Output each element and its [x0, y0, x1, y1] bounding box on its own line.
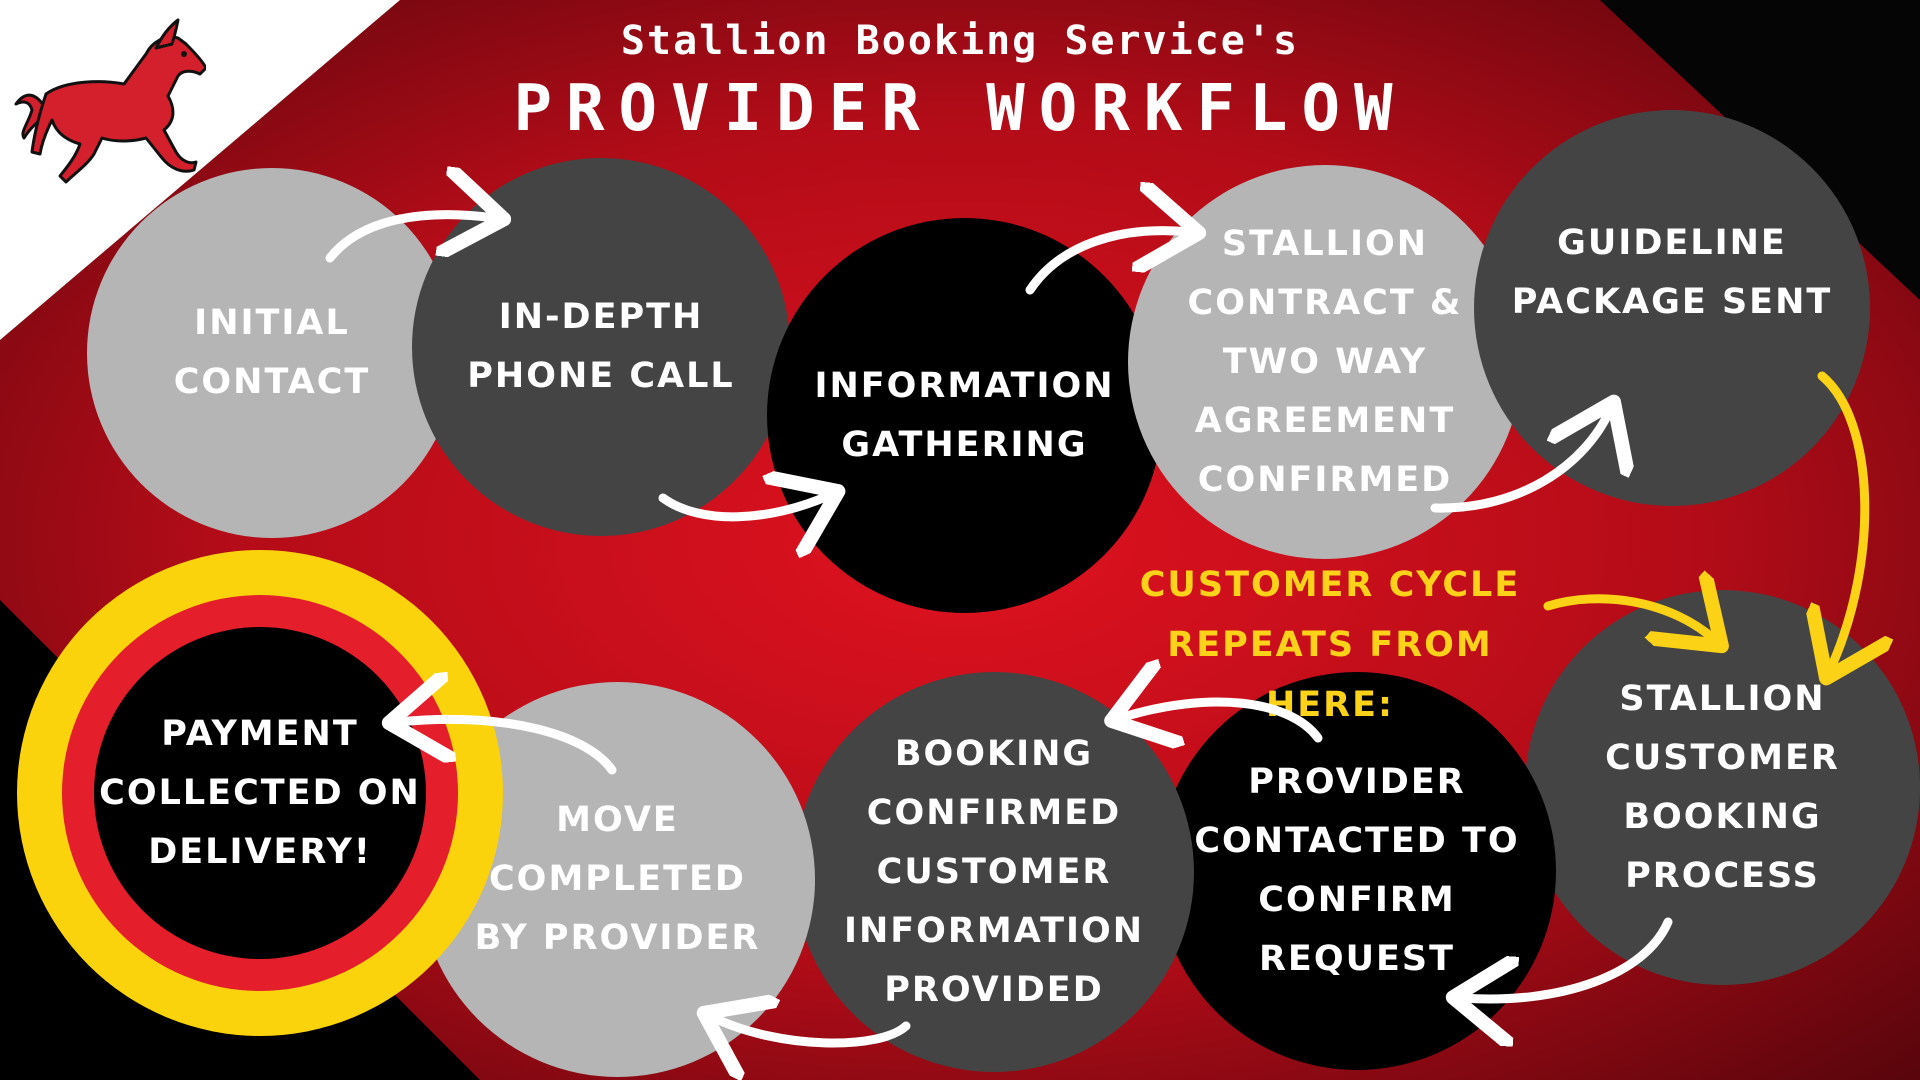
step-in-depth-phone-call: In-Depth Phone Call	[412, 158, 790, 536]
step-information-gathering: Information Gathering	[767, 218, 1162, 613]
subtitle: Stallion Booking Service's	[620, 18, 1300, 64]
step-payment-collected: Payment Collected on Delivery!	[94, 627, 426, 959]
step-initial-contact: Initial Contact	[87, 168, 457, 538]
step-label: Provider Contacted to Confirm Request	[1194, 762, 1520, 979]
step-contract-agreement: Stallion Contract & Two Way Agreement Co…	[1128, 165, 1522, 559]
step-customer-booking-process: Stallion Customer Booking Process	[1525, 590, 1920, 985]
step-label: Guideline Package Sent	[1511, 223, 1833, 322]
step-guideline-package-sent: Guideline Package Sent	[1474, 110, 1870, 506]
horse-icon	[14, 18, 206, 184]
step-label: Information Gathering	[814, 365, 1115, 465]
step-label: Stallion Contract & Two Way Agreement Co…	[1187, 223, 1463, 500]
step-label: Move Completed by Provider	[474, 800, 761, 958]
step-label: Initial Contact	[173, 303, 371, 402]
cycle-note: Customer Cycle Repeats From Here:	[1139, 565, 1521, 725]
step-label: Booking Confirmed Customer Information P…	[843, 733, 1145, 1010]
page-title: PROVIDER WORKFLOW	[513, 72, 1407, 146]
step-label: In-Depth Phone Call	[467, 297, 735, 396]
step-label: Payment Collected on Delivery!	[99, 713, 421, 872]
step-label: Stallion Customer Booking Process	[1605, 678, 1840, 896]
